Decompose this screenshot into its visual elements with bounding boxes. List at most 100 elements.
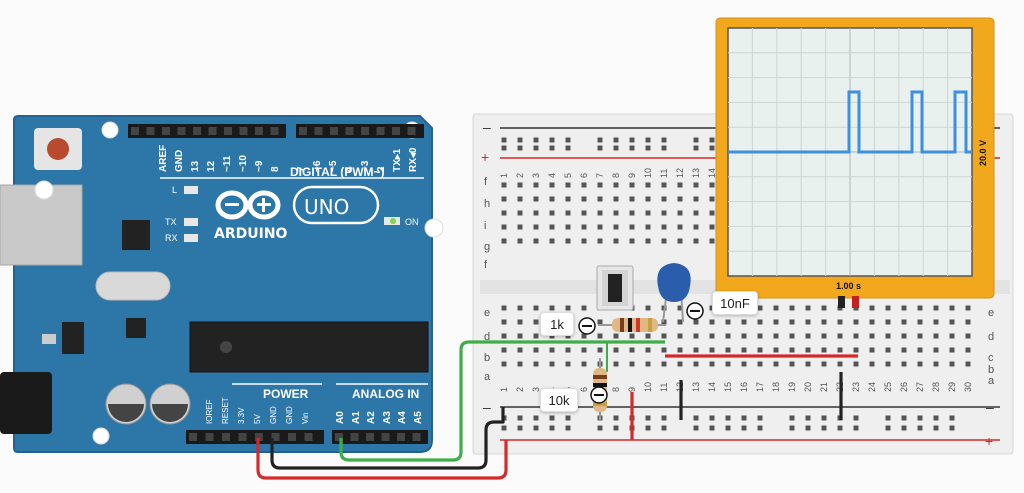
column-number: 20 xyxy=(803,382,813,392)
column-number: 3 xyxy=(531,173,541,178)
column-number: 8 xyxy=(611,387,621,392)
analog-pin-label: A5 xyxy=(413,411,424,424)
column-number: 7 xyxy=(595,173,605,178)
svg-text:c: c xyxy=(988,352,994,364)
column-number: 21 xyxy=(819,382,829,392)
svg-text:b: b xyxy=(988,364,994,376)
power-pin-label: 5V xyxy=(253,414,262,424)
column-number: 13 xyxy=(691,168,701,178)
analog-pin-label: A2 xyxy=(366,411,377,424)
column-number: 8 xyxy=(611,173,621,178)
rail-minus-bottom-left: – xyxy=(483,399,491,415)
capacitor-10nf-label[interactable]: 10nF xyxy=(712,291,758,315)
arduino-logo-icon xyxy=(215,190,281,220)
wire-red-5v[interactable] xyxy=(256,438,508,480)
column-number: 23 xyxy=(851,382,861,392)
column-number: 17 xyxy=(755,382,765,392)
rail-minus-bottom-right: – xyxy=(986,399,994,415)
column-number: 1 xyxy=(499,387,509,392)
column-number: 30 xyxy=(963,382,973,392)
column-number: 24 xyxy=(867,382,877,392)
svg-text:h: h xyxy=(484,198,490,210)
svg-text:a: a xyxy=(484,371,491,383)
digital-pin-label: AREF xyxy=(158,145,169,172)
digital-pin-label: 8 xyxy=(270,166,281,172)
column-number: 28 xyxy=(931,382,941,392)
oscilloscope[interactable] xyxy=(715,17,995,308)
wire-green-a0[interactable] xyxy=(339,340,665,462)
digital-pin-label: ~6 xyxy=(312,160,323,172)
power-pin-label: GND xyxy=(285,406,294,424)
column-number: 11 xyxy=(659,169,669,178)
oscilloscope-time-label: 1.00 s xyxy=(836,281,861,291)
wires[interactable] xyxy=(256,340,858,480)
digital-pin-label: 7 xyxy=(296,166,307,172)
digital-pin-label: ~11 xyxy=(222,155,233,172)
capacitor-10nf[interactable] xyxy=(657,263,691,323)
resistor-1k[interactable] xyxy=(598,318,666,332)
digital-pin-label: GND xyxy=(174,150,185,172)
oscilloscope-voltage-label: 20.0 V xyxy=(978,140,988,166)
digital-pin-label: ~10 xyxy=(238,155,249,172)
analog-pin-label: A3 xyxy=(382,411,393,424)
digital-pin-label: 4 xyxy=(344,166,355,172)
column-number: 2 xyxy=(515,173,525,178)
led-label-tx: TX xyxy=(165,217,177,227)
column-number: 10 xyxy=(643,382,653,392)
column-number: 2 xyxy=(515,387,525,392)
column-number: 18 xyxy=(771,382,781,392)
analog-pin-label: A0 xyxy=(335,411,346,424)
column-number: 9 xyxy=(627,173,637,178)
column-number: 4 xyxy=(547,173,557,178)
digital-label: DIGITAL (PWM~) xyxy=(290,165,385,179)
column-number: 5 xyxy=(563,173,573,178)
digital-pin-label: ~5 xyxy=(328,160,339,172)
column-number: 19 xyxy=(787,382,797,392)
column-number: 25 xyxy=(883,382,893,392)
column-number: 10 xyxy=(643,168,653,178)
rail-plus-top: + xyxy=(481,149,489,165)
push-button[interactable] xyxy=(596,265,634,311)
column-number: 29 xyxy=(947,382,957,392)
column-number: 13 xyxy=(691,382,701,392)
column-number: 6 xyxy=(579,173,589,178)
analog-label: ANALOG IN xyxy=(352,387,419,401)
rail-plus-bottom-right: + xyxy=(985,433,993,449)
power-pin-label: RESET xyxy=(221,397,230,424)
column-number: 3 xyxy=(531,387,541,392)
svg-text:g: g xyxy=(484,241,490,253)
resistor-10k-label[interactable]: 10k xyxy=(540,388,578,412)
digital-pin-label: ~9 xyxy=(254,160,265,172)
power-pin-label: GND xyxy=(269,406,278,424)
arduino-brand-text: ARDUINO xyxy=(214,226,288,242)
resistor-1k-label-text: 1k xyxy=(550,316,564,332)
column-number: 15 xyxy=(723,382,733,392)
svg-text:e: e xyxy=(988,307,994,319)
arduino-model-text: UNO xyxy=(304,195,349,219)
oscilloscope-trace xyxy=(728,90,972,154)
column-number: 9 xyxy=(627,387,637,392)
power-pin-label: Vin xyxy=(301,413,310,424)
resistor-10k-label-text: 10k xyxy=(548,392,570,408)
wire-black-gnd[interactable] xyxy=(270,407,505,470)
digital-pin-label: 12 xyxy=(206,160,217,172)
analog-pin-label: A4 xyxy=(397,411,408,424)
column-number: 1 xyxy=(499,173,509,178)
resistor-1k-label[interactable]: 1k xyxy=(540,312,574,336)
column-number: 26 xyxy=(899,382,909,392)
column-number: 14 xyxy=(707,168,717,178)
column-number: 14 xyxy=(707,382,717,392)
digital-pin-label: TX▸1 xyxy=(392,148,403,172)
svg-text:f: f xyxy=(484,259,488,271)
svg-text:d: d xyxy=(484,331,490,343)
capacitor-label-text: 10nF xyxy=(720,295,750,311)
svg-text:e: e xyxy=(484,307,490,319)
row-letters: f h i g f e d b a e d c b a xyxy=(484,176,995,387)
column-number: 12 xyxy=(675,168,685,178)
svg-text:i: i xyxy=(484,220,486,232)
svg-text:a: a xyxy=(988,375,995,387)
power-pin-label: IOREF xyxy=(205,399,214,424)
